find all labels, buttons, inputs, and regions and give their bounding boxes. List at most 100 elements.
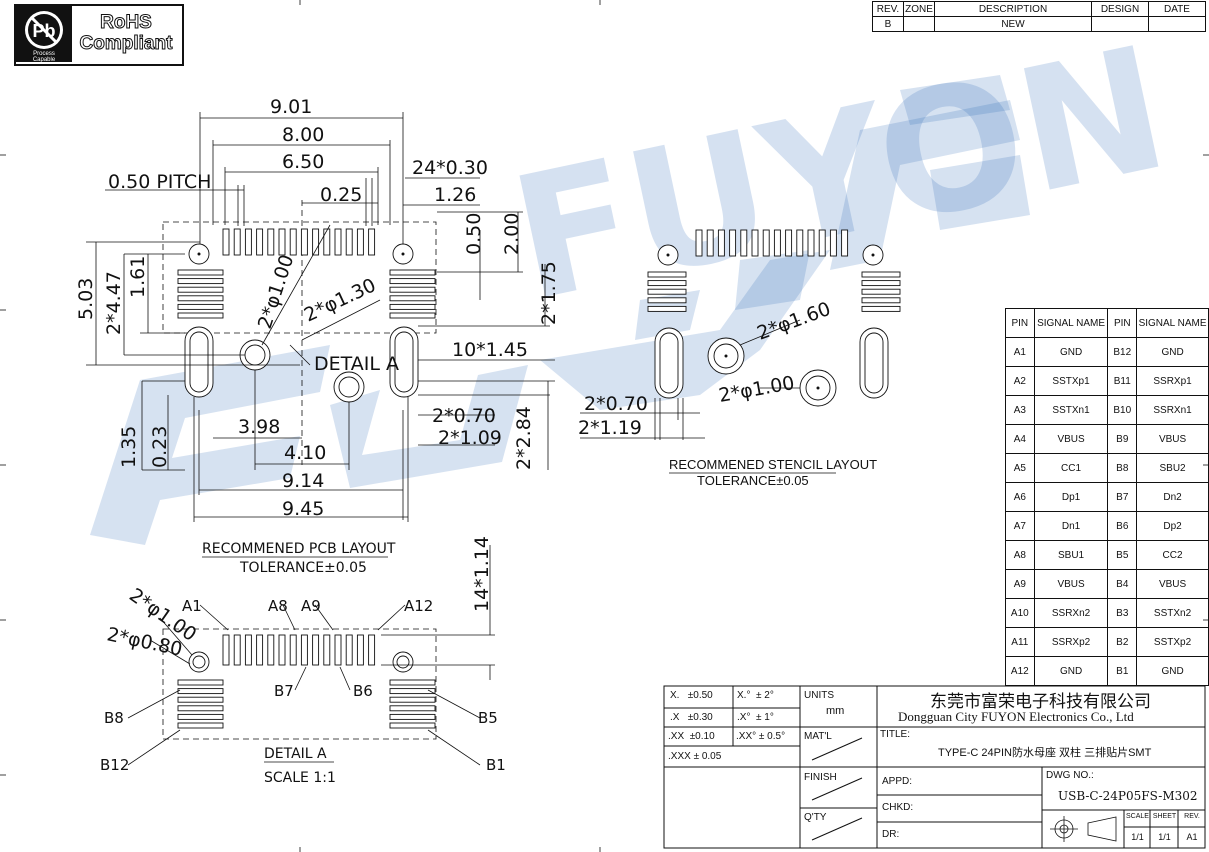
pad [368,634,376,666]
pcb-layout-tolerance: TOLERANCE±0.05 [239,560,367,576]
pin-cell: A9 [1005,569,1035,599]
pad [177,295,224,302]
pad [695,229,703,257]
dim-2x0-70: 2*0.70 [432,405,496,427]
pad [647,280,687,287]
title-value: TYPE-C 24PIN防水母座 双柱 三排贴片SMT [938,747,1152,759]
pad [312,228,320,256]
tol-val: ± 0.05 [693,751,722,762]
dim-5-03: 5.03 [75,278,97,320]
signal-header: SIGNAL NAME [1136,308,1209,338]
signal-cell: GND [1033,656,1109,686]
pad [177,303,224,310]
stencil-dim-2x1-19: 2*1.19 [578,417,642,439]
pad [244,634,252,666]
pin-cell: A11 [1005,627,1035,657]
pcb-right-pads [389,269,436,319]
signal-cell: SSRXn1 [1136,395,1209,425]
tol-key: .X [670,712,680,723]
pin-cell: B8 [1107,453,1138,483]
pin-cell: A4 [1005,424,1035,454]
dr-label: DR: [882,829,900,840]
tol-key: .XX° [736,731,757,742]
rohs-badge: Pb Process Capable RoHS Compliant [14,4,184,66]
pad [807,229,815,257]
pad [289,634,297,666]
tol-key: .XX [668,731,685,742]
pin-cell: B5 [1107,540,1138,570]
title-label: TITLE: [880,729,911,740]
tol-key: .XXX [668,751,691,762]
dim-pitch: 0.50 PITCH [108,171,211,193]
pin-cell: B3 [1107,598,1138,628]
pad [177,713,224,720]
pad [861,288,901,295]
signal-cell: SSTXn2 [1136,598,1209,628]
pin-cell: B4 [1107,569,1138,599]
pin-cell: A8 [1005,540,1035,570]
pad [389,679,436,686]
label-b6: B6 [353,682,373,700]
detail-right-pads [389,679,436,729]
scale-value: 1/1 [1131,832,1144,842]
company-name-cn: 东莞市富荣电子科技有限公司 [930,692,1151,712]
appd-label: APPD: [882,776,913,787]
pad [233,634,241,666]
dim-10x1-45: 10*1.45 [452,339,528,361]
company-name-en: Dongguan City FUYON Electronics Co., Ltd [898,709,1134,724]
dim-2-00: 2.00 [501,213,523,255]
dim-0-50: 0.50 [463,213,485,255]
signal-cell: CC2 [1136,540,1209,570]
pin-cell: B1 [1107,656,1138,686]
pin-cell: A7 [1005,511,1035,541]
rev-cell [1148,16,1206,32]
label-a8: A8 [268,597,288,615]
pad [278,634,286,666]
units-label: UNITS [804,690,834,701]
pad [647,305,687,312]
detail-top-pads [222,634,376,666]
pad [323,228,331,256]
tol-val: ± 1° [756,712,774,723]
detail-a-view: A1 A8 A9 A12 B7 B6 B8 B5 B12 B1 2*φ1.00 … [100,536,506,786]
tol-val: ±0.50 [687,690,713,701]
pin-cell: A10 [1005,598,1035,628]
signal-cell: VBUS [1033,569,1109,599]
pad [222,634,230,666]
pad [177,696,224,703]
pad [177,688,224,695]
pad [389,286,436,293]
pad [356,228,364,256]
watermark-text: FUYON 富荣 [497,0,1209,340]
stencil-left-pads [647,271,687,312]
signal-cell: SSTXp1 [1033,366,1109,396]
rohs-title: RoHS Compliant [74,12,178,55]
scale-label: SCALE [1126,813,1149,820]
signal-cell: SSTXp2 [1136,627,1209,657]
pad [861,305,901,312]
sheet-value: 1/1 [1158,832,1171,842]
signal-cell: VBUS [1136,569,1209,599]
pin-cell: A6 [1005,482,1035,512]
pad [300,634,308,666]
dim-6-50: 6.50 [282,151,324,173]
signal-cell: GND [1136,656,1209,686]
signal-cell: VBUS [1033,424,1109,454]
pad [647,288,687,295]
pin-cell: A1 [1005,337,1035,367]
pad [177,269,224,276]
tol-key: X. [670,690,680,701]
pad [334,634,342,666]
tol-val: ± 0.5° [758,731,786,742]
pin-cell: B7 [1107,482,1138,512]
pin-header: PIN [1107,308,1138,338]
signal-cell: SBU2 [1136,453,1209,483]
